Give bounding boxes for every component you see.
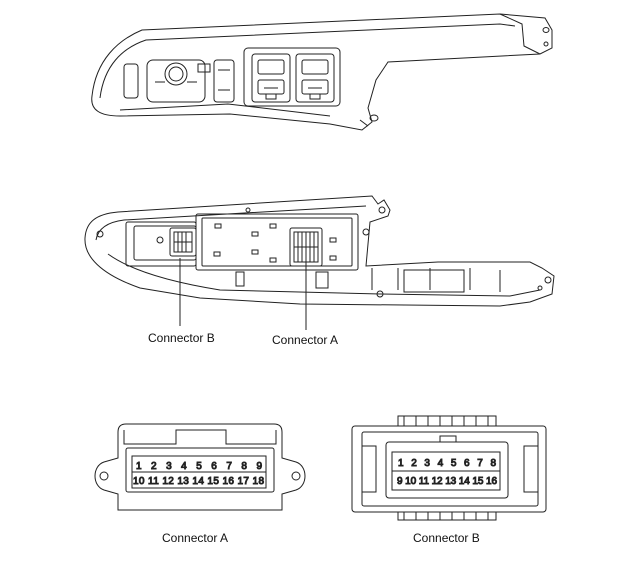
connector-b-callout-label: Connector B [148,331,215,345]
connector-b-pins-row2: 9 10 11 12 13 14 15 16 [397,476,497,487]
armrest-top-view [91,13,553,131]
connector-a-housing [289,227,323,267]
connector-b-pins-row1: 1 2 3 4 5 6 7 8 [398,458,496,469]
connector-a-face: 1 2 3 4 5 6 7 8 9 10 11 12 13 14 15 16 1… [94,423,306,511]
connector-a-callout-label: Connector A [272,333,339,347]
switch-circuit-board [195,213,359,271]
mirror-switch-cluster [123,59,235,103]
window-switch-block [243,47,341,107]
connector-a-title: Connector A [162,531,229,545]
connector-b-housing [169,227,197,257]
connector-a-pins-row2: 10 11 12 13 14 15 16 17 18 [133,476,264,487]
armrest-bottom-view [84,195,555,330]
connector-b-title: Connector B [413,531,480,545]
connector-a-pins-row1: 1 2 3 4 5 6 7 8 9 [136,461,262,472]
connector-b-face: 1 2 3 4 5 6 7 8 9 10 11 12 13 14 15 16 [351,415,547,521]
